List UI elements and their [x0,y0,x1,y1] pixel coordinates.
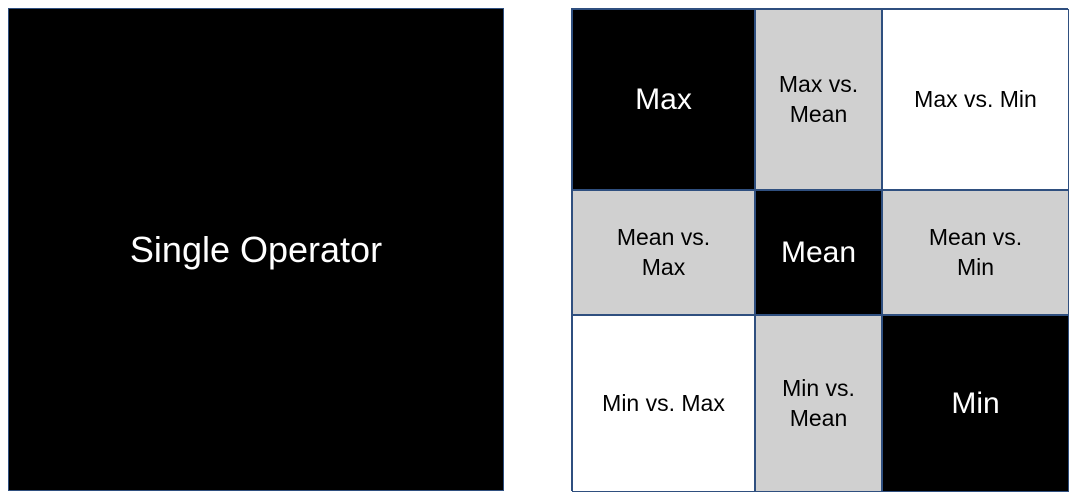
cell-max: Max [572,9,755,190]
cell-mean-vs-min: Mean vs. Min [882,190,1069,315]
cell-mean-vs-max: Mean vs. Max [572,190,755,315]
cell-min-vs-mean: Min vs. Mean [755,315,882,492]
cell-max-vs-mean-label: Max vs. Mean [778,70,859,127]
cell-mean-vs-max-label: Mean vs. Max [616,223,711,280]
cell-mean-label: Mean [780,236,857,269]
cell-min-vs-max: Min vs. Max [572,315,755,492]
cell-mean: Mean [755,190,882,315]
cell-mean-vs-min-label: Mean vs. Min [928,223,1023,280]
cell-max-vs-min-label: Max vs. Min [914,85,1037,112]
cell-min-label: Min [951,387,1000,420]
cell-max-vs-min: Max vs. Min [882,9,1069,190]
single-operator-label: Single Operator [129,228,383,270]
single-operator-panel: Single Operator [8,8,504,491]
cell-max-label: Max [635,83,692,116]
cell-min-vs-max-label: Min vs. Max [602,389,725,416]
operator-comparison-grid: Max Max vs. Mean Max vs. Min Mean vs. Ma… [571,8,1069,492]
cell-min: Min [882,315,1069,492]
cell-max-vs-mean: Max vs. Mean [755,9,882,190]
cell-min-vs-mean-label: Min vs. Mean [782,374,855,431]
